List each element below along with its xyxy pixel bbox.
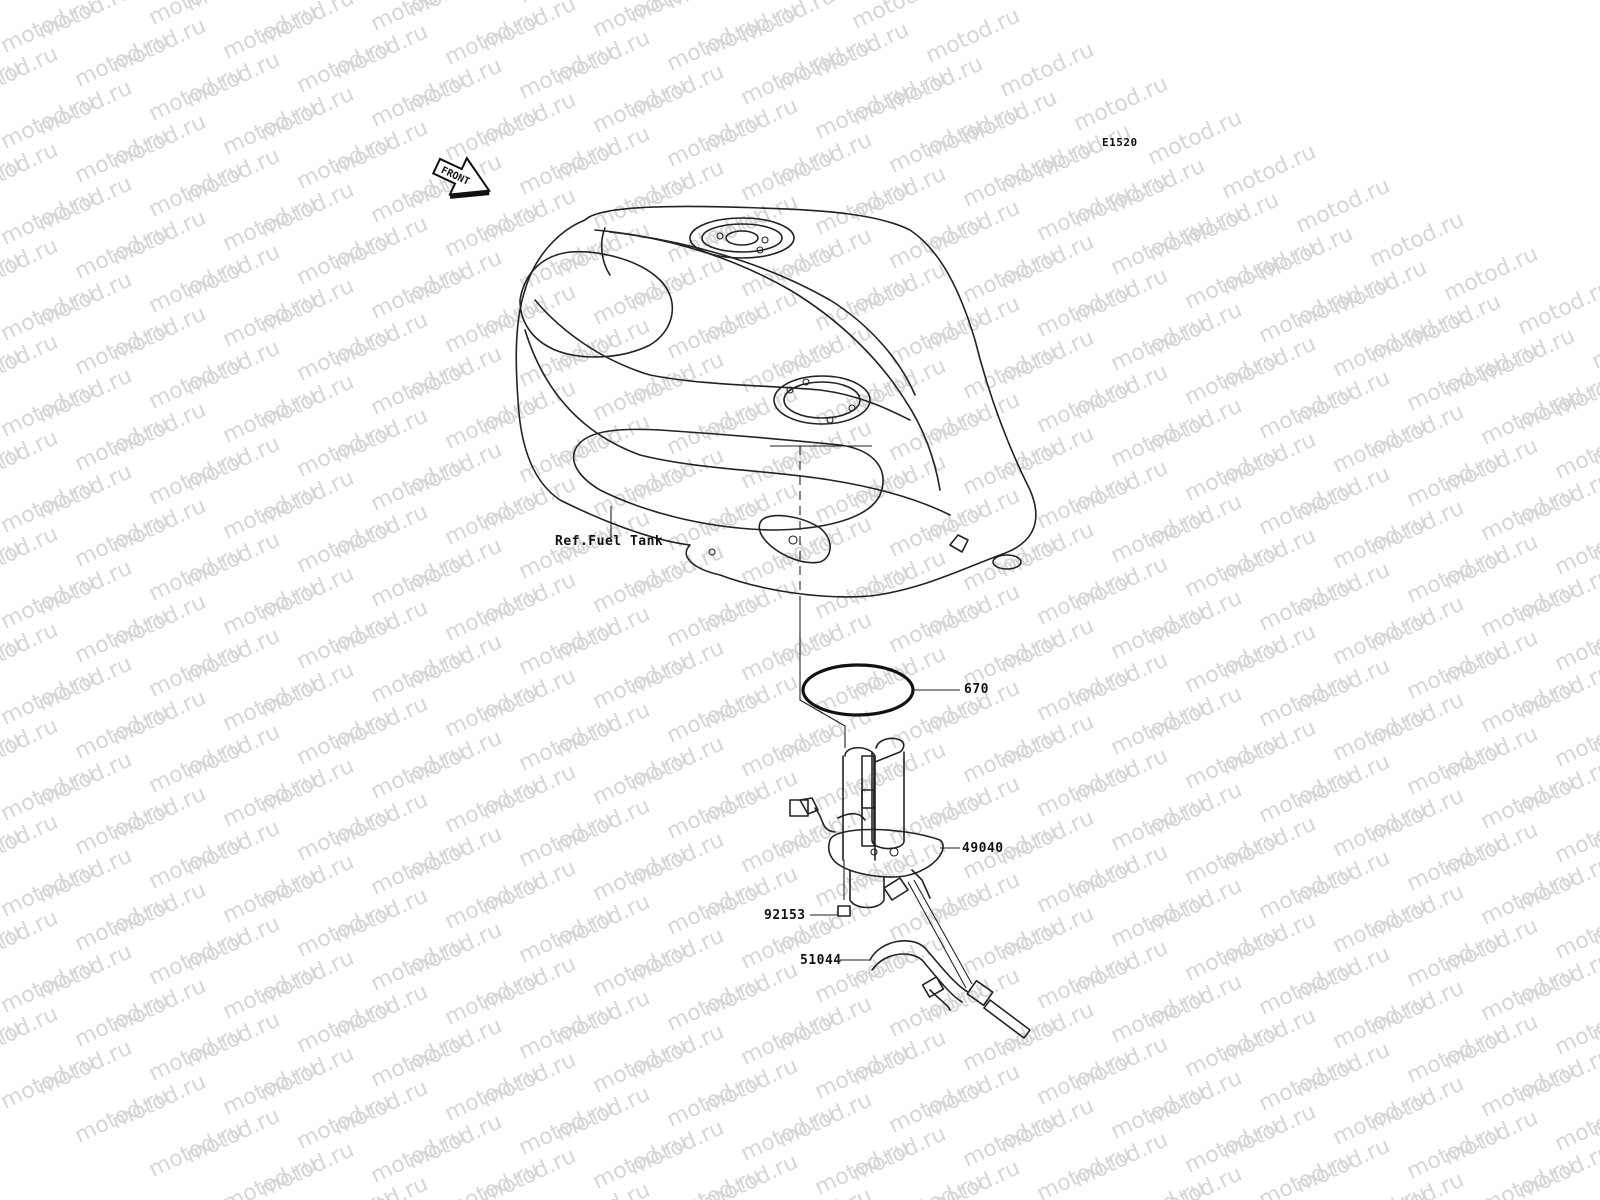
callout-ref-fuel-tank: Ref.Fuel Tank bbox=[555, 534, 664, 549]
pump-flange-drawing bbox=[773, 375, 871, 425]
callout-51044: 51044 bbox=[800, 953, 842, 968]
callout-49040: 49040 bbox=[962, 841, 1004, 856]
front-arrow-icon: FRONT bbox=[431, 156, 491, 199]
filler-cap-drawing bbox=[689, 217, 795, 259]
fuel-tank-drawing bbox=[515, 205, 1037, 598]
bolt-drawing bbox=[810, 860, 851, 917]
o-ring-drawing bbox=[801, 663, 960, 717]
callout-670: 670 bbox=[964, 682, 989, 697]
fuel-hose-drawing bbox=[840, 879, 1031, 1039]
fuel-pump-drawing bbox=[789, 737, 960, 909]
diagram-code: E1520 bbox=[1102, 136, 1138, 149]
callout-92153: 92153 bbox=[764, 908, 806, 923]
